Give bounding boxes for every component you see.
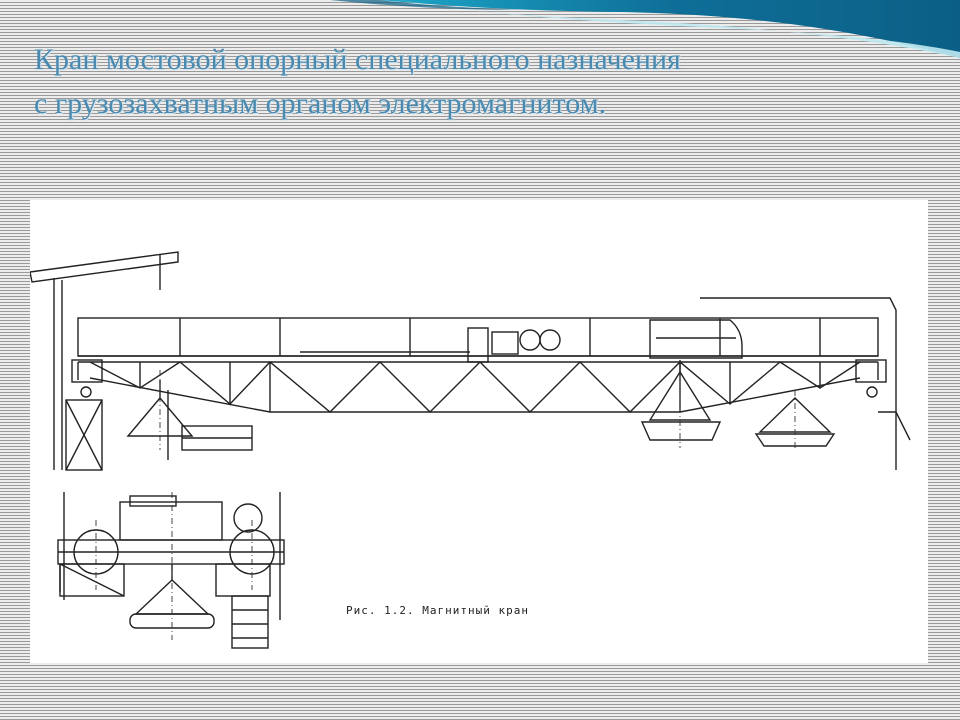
figure-caption: Рис. 1.2. Магнитный кран — [346, 604, 529, 617]
title-line-2: с грузозахватным органом электромагнитом… — [34, 87, 607, 120]
slide-title: Кран мостовой опорный специального назна… — [34, 38, 934, 126]
wave-banner — [330, 0, 960, 58]
crane-schematic — [30, 251, 911, 649]
title-line-1: Кран мостовой опорный специального назна… — [34, 43, 681, 76]
crane-drawing: Рис. 1.2. Магнитный кран — [30, 200, 928, 663]
